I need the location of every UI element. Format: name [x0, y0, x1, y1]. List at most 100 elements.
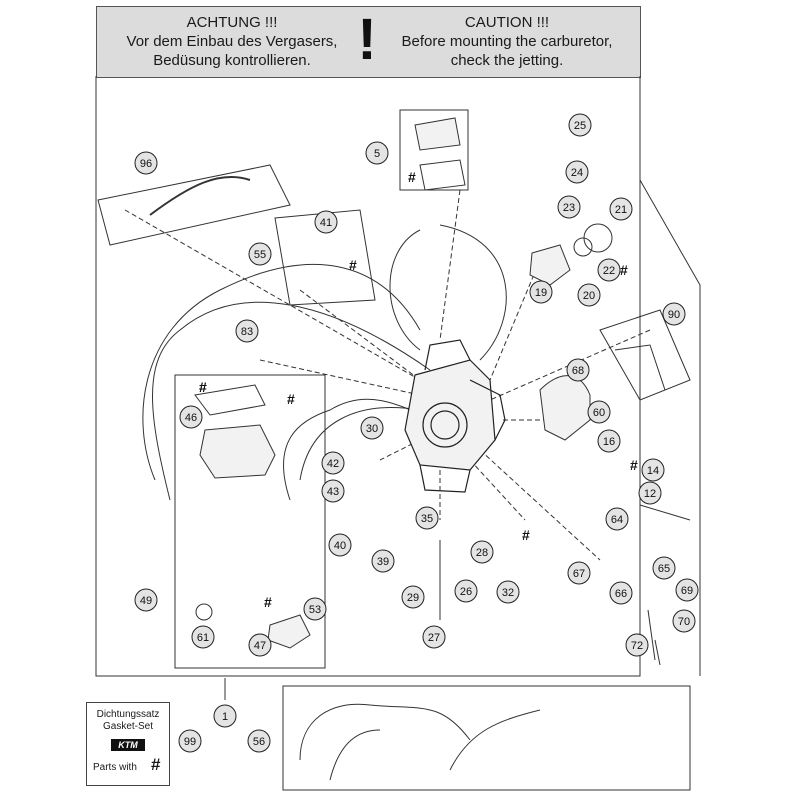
throttle-sensor	[529, 244, 571, 286]
callout-47: 47	[248, 633, 272, 657]
callout-circle	[235, 319, 259, 343]
ktm-logo: KTM	[111, 739, 145, 751]
vent-hose-b	[142, 263, 421, 481]
vent-hose-d	[439, 224, 507, 361]
drain-plug-61	[195, 603, 213, 621]
gasket-set-mark: #	[522, 527, 530, 543]
cam-cover	[539, 375, 591, 441]
callout-28: 28	[470, 540, 494, 564]
callout-label: 32	[502, 587, 514, 599]
callout-64: 64	[605, 507, 629, 531]
cable-72	[647, 609, 656, 661]
callout-label: 43	[327, 486, 339, 498]
callout-16: 16	[597, 429, 621, 453]
callout-circle	[609, 581, 633, 605]
callout-label: 22	[603, 265, 615, 277]
callout-circle	[577, 283, 601, 307]
callout-circle	[529, 280, 553, 304]
callout-label: 21	[615, 204, 627, 216]
callout-label: 24	[571, 167, 583, 179]
callout-70: 70	[672, 609, 696, 633]
cap-5	[414, 117, 461, 151]
callout-label: 27	[428, 632, 440, 644]
callout-circle	[609, 197, 633, 221]
callout-12: 12	[638, 481, 662, 505]
bowl-gasket	[194, 384, 266, 416]
gasket-5	[419, 159, 466, 191]
callout-label: 61	[197, 632, 209, 644]
callout-label: 26	[460, 586, 472, 598]
callout-label: 60	[593, 407, 605, 419]
callout-24: 24	[565, 160, 589, 184]
callout-label: 90	[668, 309, 680, 321]
callout-circle	[134, 588, 158, 612]
callout-19: 19	[529, 280, 553, 304]
callout-circle	[662, 302, 686, 326]
callout-circle	[191, 625, 215, 649]
group-box-49	[174, 374, 326, 669]
gasket-set-mark: #	[349, 257, 357, 273]
callout-35: 35	[415, 506, 439, 530]
callout-circle	[365, 141, 389, 165]
callout-67: 67	[567, 561, 591, 585]
callout-label: 96	[140, 158, 152, 170]
callout-circle	[314, 210, 338, 234]
callout-label: 40	[334, 540, 346, 552]
gasket-set-mark: #	[199, 379, 207, 395]
callout-90: 90	[662, 302, 686, 326]
callout-label: 70	[678, 616, 690, 628]
callout-circle	[597, 258, 621, 282]
callout-circle	[213, 704, 237, 728]
callout-42: 42	[321, 451, 345, 475]
callout-circle	[566, 358, 590, 382]
callout-circle	[454, 579, 478, 603]
callout-61: 61	[191, 625, 215, 649]
callout-label: 49	[140, 595, 152, 607]
callout-20: 20	[577, 283, 601, 307]
callout-circle	[672, 609, 696, 633]
carburetor-body	[404, 339, 506, 493]
group-box-56	[282, 685, 691, 791]
hot-start	[614, 344, 666, 391]
callout-55: 55	[248, 242, 272, 266]
callout-circle	[641, 458, 665, 482]
callout-label: 67	[573, 568, 585, 580]
callout-46: 46	[179, 405, 203, 429]
legend-line-parts-with: Parts with	[93, 762, 137, 773]
callout-56: 56	[247, 729, 271, 753]
callout-53: 53	[303, 597, 327, 621]
hash-icon: #	[151, 755, 161, 774]
callout-circle	[178, 729, 202, 753]
callout-circle	[638, 481, 662, 505]
callout-label: 64	[611, 514, 623, 526]
callout-label: 41	[320, 217, 332, 229]
callout-label: 25	[574, 120, 586, 132]
callout-label: 20	[583, 290, 595, 302]
callout-26: 26	[454, 579, 478, 603]
gasket-set-mark: #	[199, 379, 207, 395]
warning-english: CAUTION !!! Before mounting the carburet…	[382, 13, 632, 70]
callout-83: 83	[235, 319, 259, 343]
callout-label: 30	[366, 423, 378, 435]
callout-label: 1	[222, 711, 228, 723]
gasket-set-mark: #	[287, 391, 295, 407]
callout-label: 68	[572, 365, 584, 377]
callout-label: 69	[681, 585, 693, 597]
accelerator-pump	[267, 614, 311, 649]
callout-label: 47	[254, 640, 266, 652]
callout-label: 14	[647, 465, 659, 477]
callout-label: 28	[476, 547, 488, 559]
callout-39: 39	[371, 549, 395, 573]
callout-circle	[179, 405, 203, 429]
callout-circle	[496, 580, 520, 604]
callout-label: 39	[377, 556, 389, 568]
warning-german-line1: Vor dem Einbau des Vergasers,	[126, 33, 338, 50]
callout-30: 30	[360, 416, 384, 440]
page-outline	[95, 76, 641, 677]
callout-circle	[248, 633, 272, 657]
callout-label: 23	[563, 202, 575, 214]
gasket-set-mark: #	[408, 169, 416, 185]
callout-label: 29	[407, 592, 419, 604]
callout-label: 66	[615, 588, 627, 600]
